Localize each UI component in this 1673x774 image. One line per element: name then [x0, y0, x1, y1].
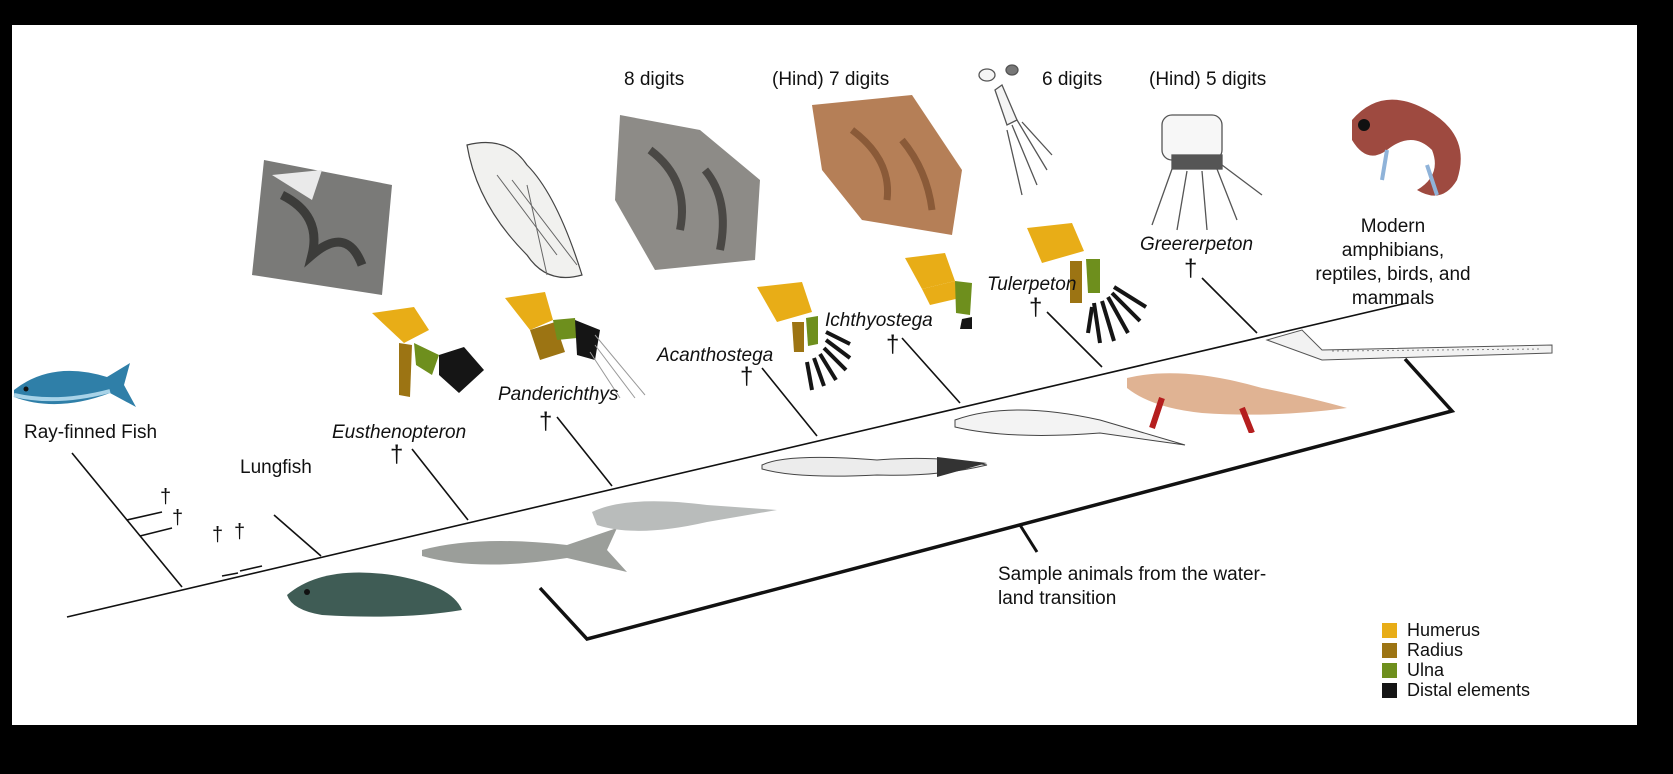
- label-eusthenopteron: Eusthenopteron: [332, 423, 466, 442]
- label-modern-groups: Modern amphibians, reptiles, birds, and …: [1308, 215, 1478, 311]
- branch-ichthyostega: [902, 338, 960, 403]
- extinct-dagger-4: †: [234, 522, 245, 542]
- label-ichthyostega: Ichthyostega: [825, 311, 933, 330]
- extinct-dagger-1: †: [160, 487, 171, 507]
- label-lungfish: Lungfish: [240, 458, 312, 477]
- bracket-pointer: [1020, 525, 1037, 552]
- salamander-photo: [1332, 80, 1482, 210]
- legend-swatch: [1382, 643, 1397, 658]
- branch-panderichthys: [557, 417, 612, 486]
- extinct-dagger-acanthostega: †: [740, 365, 753, 389]
- extinct-dagger-eusthenopteron: †: [390, 443, 403, 467]
- legend-label: Ulna: [1407, 660, 1444, 681]
- panderichthys-fin-drawing: [437, 135, 587, 285]
- legend-swatch: [1382, 663, 1397, 678]
- legend-item-humerus: Humerus: [1382, 620, 1530, 640]
- branch-greererpeton: [1202, 278, 1257, 333]
- legend-label: Distal elements: [1407, 680, 1530, 701]
- branch-extinct-3: [222, 573, 238, 576]
- label-panderichthys: Panderichthys: [498, 385, 618, 404]
- branch-extinct-1: [127, 512, 162, 520]
- label-8-digits: 8 digits: [624, 70, 684, 89]
- legend-label: Radius: [1407, 640, 1463, 661]
- label-hind-5-digits: (Hind) 5 digits: [1149, 70, 1266, 89]
- legend-item-radius: Radius: [1382, 640, 1530, 660]
- label-tulerpeton: Tulerpeton: [987, 275, 1076, 294]
- ichthyostega-fossil-photo: [802, 90, 967, 240]
- legend-swatch: [1382, 623, 1397, 638]
- cladogram-figure: Ray-finned Fish Lungfish Eusthenopteron …: [12, 25, 1637, 725]
- branch-extinct-2: [140, 528, 172, 536]
- panderichthys-illustration: [587, 490, 782, 540]
- extinct-dagger-tulerpeton: †: [1029, 296, 1042, 320]
- sample-animals-caption: Sample animals from the water-land trans…: [998, 563, 1268, 611]
- bone-legend: Humerus Radius Ulna Distal elements: [1382, 620, 1530, 700]
- ray-finned-fish-illustration: [12, 345, 152, 415]
- branch-lungfish: [274, 515, 321, 556]
- legend-label: Humerus: [1407, 620, 1480, 641]
- greererpeton-limb-drawing: [1132, 95, 1267, 235]
- label-acanthostega: Acanthostega: [657, 346, 773, 365]
- branch-eusthenopteron: [412, 449, 468, 520]
- extinct-dagger-greererpeton: †: [1184, 257, 1197, 281]
- greererpeton-skeleton-illustration: [1262, 325, 1562, 375]
- legend-item-distal-elements: Distal elements: [1382, 680, 1530, 700]
- label-greererpeton: Greererpeton: [1140, 235, 1253, 254]
- label-6-digits: 6 digits: [1042, 70, 1102, 89]
- eusthenopteron-fossil-photo: [252, 155, 404, 300]
- eusthenopteron-limb-bones: [364, 305, 489, 400]
- legend-item-ulna: Ulna: [1382, 660, 1530, 680]
- extinct-dagger-2: †: [172, 508, 183, 528]
- label-ray-finned-fish: Ray-finned Fish: [24, 423, 157, 442]
- extinct-dagger-3: †: [212, 525, 223, 545]
- extinct-dagger-ichthyostega: †: [886, 333, 899, 357]
- label-hind-7-digits: (Hind) 7 digits: [772, 70, 889, 89]
- acanthostega-limb-bones: [752, 282, 852, 394]
- acanthostega-fossil-photo: [610, 110, 765, 270]
- extinct-dagger-panderichthys: †: [539, 410, 552, 434]
- legend-swatch: [1382, 683, 1397, 698]
